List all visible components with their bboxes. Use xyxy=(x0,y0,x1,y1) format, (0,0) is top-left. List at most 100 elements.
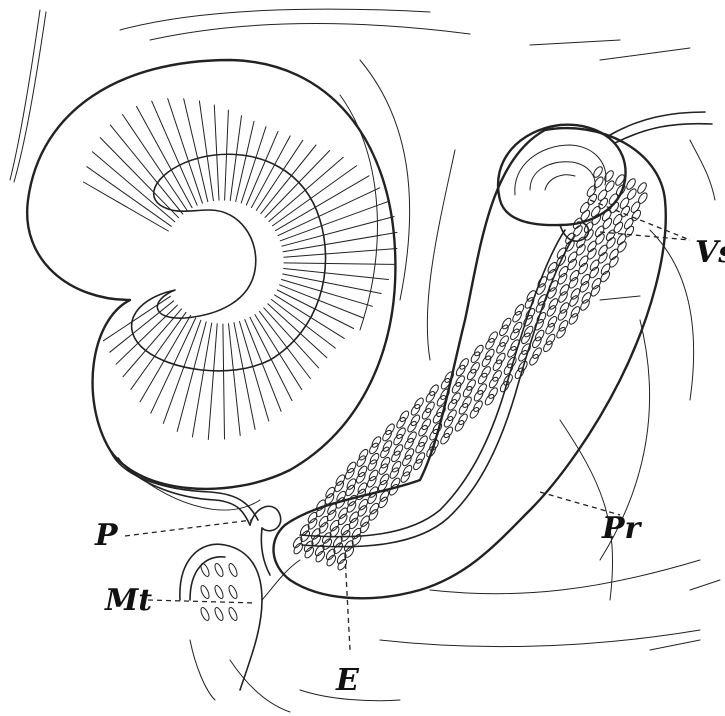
gland-cell xyxy=(501,317,513,331)
gland-cell xyxy=(495,352,507,366)
gland-cell xyxy=(455,364,467,378)
gland-cell xyxy=(442,426,454,440)
gland-cell xyxy=(572,224,584,238)
mt-cell xyxy=(199,606,210,621)
gland-cell xyxy=(484,393,496,407)
gland-cell xyxy=(303,546,315,560)
gland-cell xyxy=(623,217,635,231)
gland-cell xyxy=(424,401,436,415)
gland-cell xyxy=(513,366,525,380)
gland-cell xyxy=(392,433,404,447)
label-mt: Mt xyxy=(104,583,152,618)
striation-line xyxy=(229,324,241,436)
gland-cell xyxy=(469,361,481,375)
striation-line xyxy=(278,188,380,236)
gland-cell xyxy=(336,558,348,572)
gland-cell xyxy=(472,399,484,413)
gland-cell xyxy=(567,276,579,290)
striation-line xyxy=(137,106,193,207)
striation-line xyxy=(83,182,168,231)
gland-cell xyxy=(480,365,492,379)
gland-cell xyxy=(473,389,485,403)
gland-cell xyxy=(439,432,451,446)
gland-cell xyxy=(502,362,514,376)
striated-c-organ xyxy=(27,60,397,489)
gland-cell xyxy=(487,386,499,400)
gland-cell xyxy=(406,430,418,444)
striation-line xyxy=(177,322,206,432)
mt-cell xyxy=(199,584,210,599)
gland-cell xyxy=(399,470,411,484)
gland-cell xyxy=(421,407,433,421)
gland-cell xyxy=(590,277,602,291)
gland-cell xyxy=(412,458,424,472)
gland-cell xyxy=(616,240,628,254)
gland-cell xyxy=(601,217,613,231)
striation-line xyxy=(272,166,356,226)
mt-cell xyxy=(213,606,224,621)
gland-cell xyxy=(476,382,488,396)
striation-line xyxy=(100,138,178,218)
label-pr: Pr xyxy=(601,511,643,546)
striation-line xyxy=(87,167,171,227)
gland-cell xyxy=(531,346,543,360)
gland-cell xyxy=(465,378,477,392)
gland-cell xyxy=(579,201,591,215)
gland-cell xyxy=(619,205,631,219)
label-vs: Vs xyxy=(695,235,725,270)
striation-line xyxy=(241,127,266,203)
gland-cell xyxy=(612,213,624,227)
gland-cell xyxy=(498,324,510,338)
striation-line xyxy=(236,121,254,201)
striation-line xyxy=(140,316,191,402)
gland-cell xyxy=(556,308,568,322)
gland-cell xyxy=(544,322,556,336)
gland-cell xyxy=(545,304,557,318)
striation-line xyxy=(184,99,208,202)
gland-cell xyxy=(368,442,380,456)
striation-line xyxy=(152,101,198,205)
striation-line xyxy=(284,249,397,258)
striation-line xyxy=(261,145,316,214)
gland-cell xyxy=(414,441,426,455)
gland-cell xyxy=(534,300,546,314)
gland-cell xyxy=(414,451,426,465)
gland-cell xyxy=(424,390,436,404)
gland-cell xyxy=(458,357,470,371)
gland-cell xyxy=(420,418,432,432)
gland-cell xyxy=(578,280,590,294)
gland-cell xyxy=(612,221,624,235)
gland-cell xyxy=(523,296,535,310)
gland-cell xyxy=(528,353,540,367)
gland-cell xyxy=(381,429,393,443)
gland-cell xyxy=(395,416,407,430)
striation-line xyxy=(116,305,177,364)
gland-cell xyxy=(336,552,348,566)
gland-cell xyxy=(428,383,440,397)
gland-cell xyxy=(568,269,580,283)
gland-cell xyxy=(417,424,429,438)
striation-line xyxy=(151,318,196,413)
gland-cell xyxy=(542,340,554,354)
gland-cell xyxy=(462,385,474,399)
striation-line xyxy=(192,323,211,437)
gland-cell xyxy=(454,419,466,433)
striation-line xyxy=(275,295,345,339)
gland-cell xyxy=(428,428,440,442)
gland-cell xyxy=(468,406,480,420)
striation-line xyxy=(284,269,389,280)
gland-cell xyxy=(446,409,458,423)
gland-cell xyxy=(509,338,521,352)
striation-line xyxy=(168,99,203,204)
striation-line xyxy=(260,311,311,378)
gland-cell xyxy=(568,294,580,308)
striation-line xyxy=(230,116,241,201)
gland-cell xyxy=(579,298,591,312)
gland-cell xyxy=(480,354,492,368)
mt-cell xyxy=(227,584,238,599)
gland-cell xyxy=(443,415,455,429)
gland-cell xyxy=(450,391,462,405)
gland-cell xyxy=(381,439,393,453)
gland-cell xyxy=(487,330,499,344)
gland-cell xyxy=(555,326,567,340)
